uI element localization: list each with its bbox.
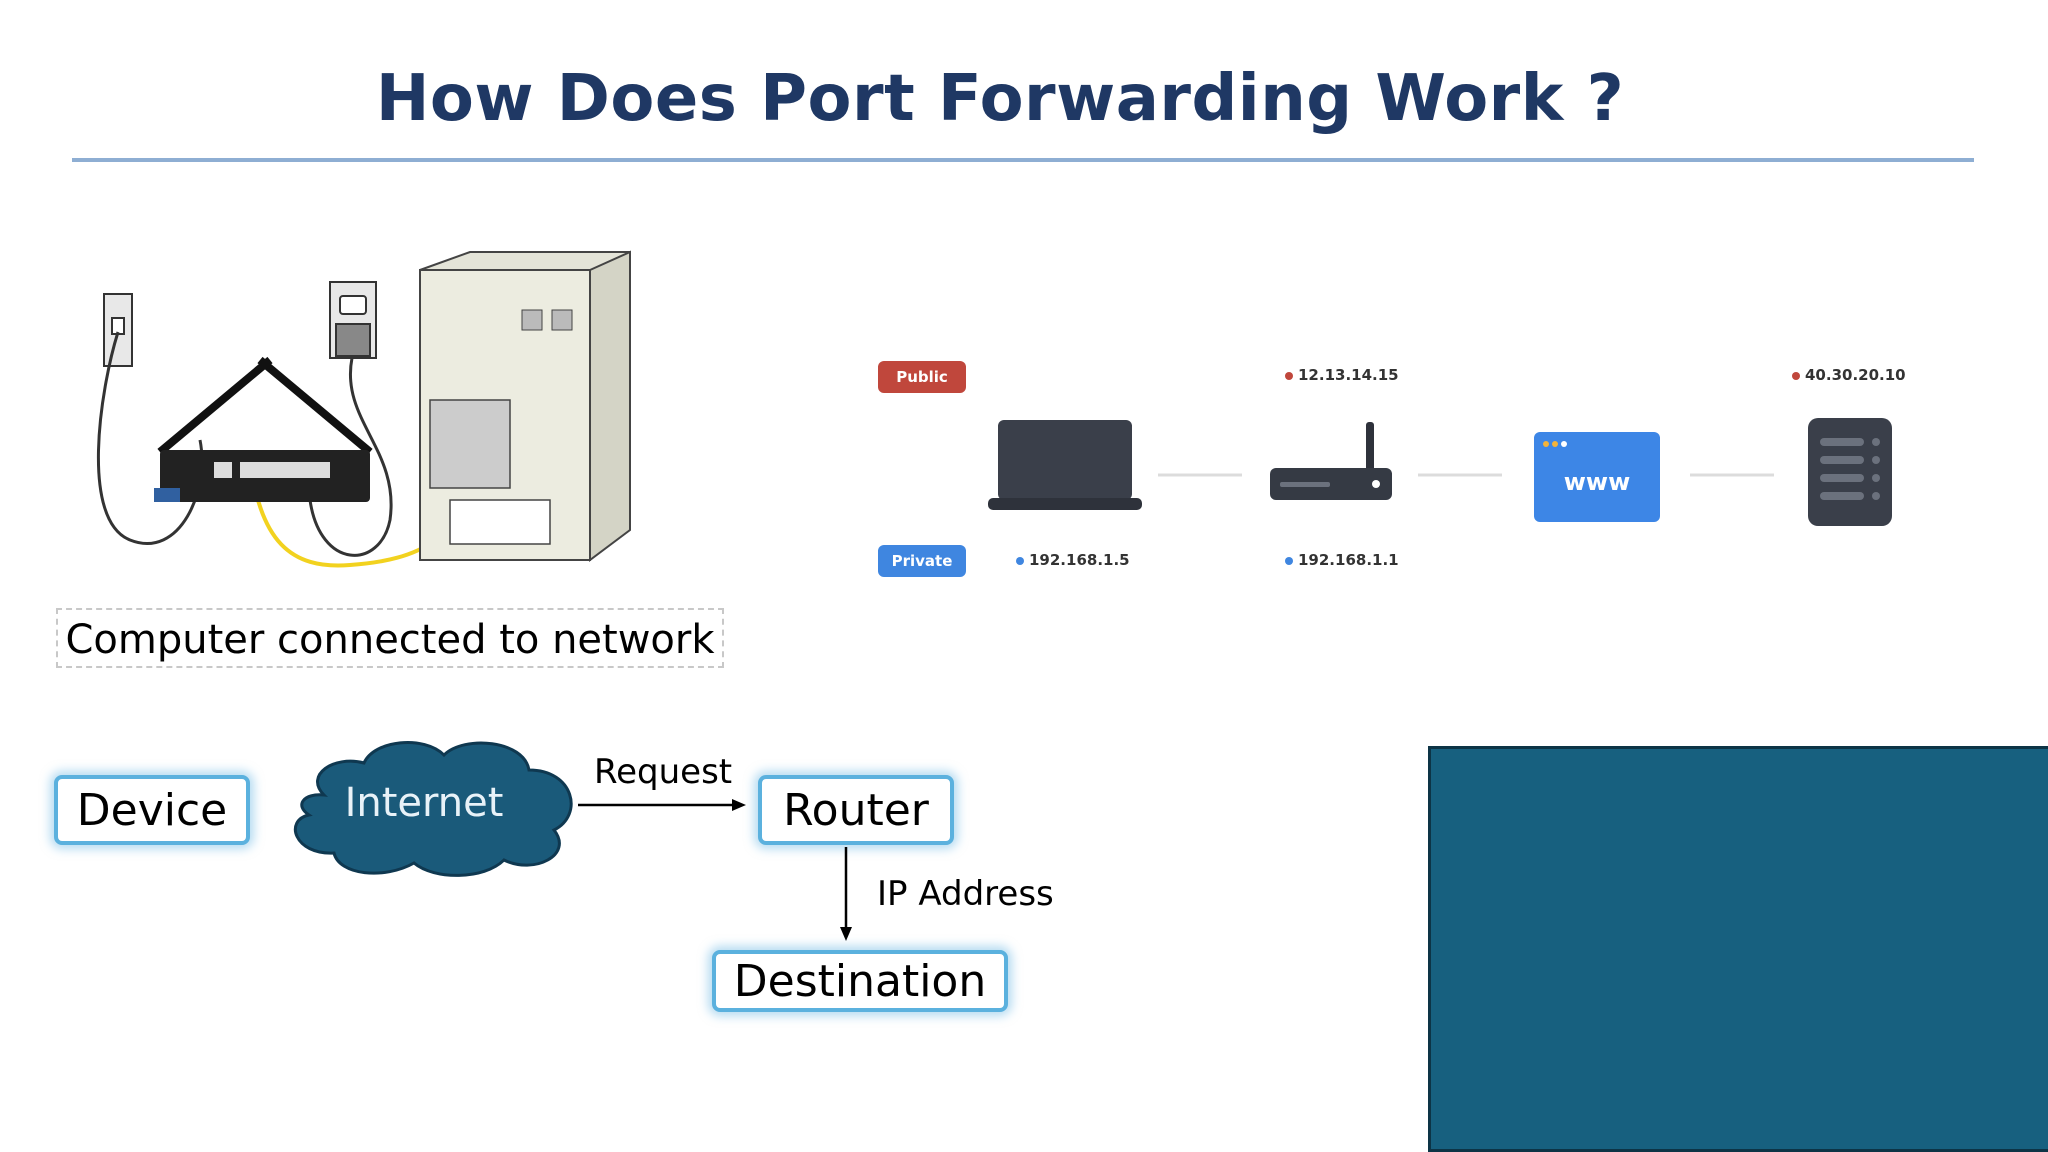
server-icon	[1808, 418, 1892, 526]
public-badge-label: Public	[896, 368, 948, 386]
video-placeholder-panel	[1428, 746, 2048, 1152]
www-icon: www	[1534, 432, 1660, 522]
destination-box: Destination	[712, 950, 1008, 1012]
server-public-ip: 40.30.20.10	[1792, 366, 1906, 384]
computer-tower-icon	[419, 250, 631, 562]
wall-jack-icon	[103, 293, 133, 367]
private-dot	[1285, 556, 1293, 565]
private-badge: Private	[878, 545, 966, 577]
router-public-ip-text: 12.13.14.15	[1298, 366, 1399, 384]
ip-address-arrow	[840, 847, 852, 941]
request-label: Request	[594, 752, 733, 792]
title-divider	[72, 158, 1974, 162]
internet-cloud-icon	[293, 741, 573, 877]
public-badge: Public	[878, 361, 966, 393]
router-public-ip: 12.13.14.15	[1285, 366, 1399, 384]
internet-label: Internet	[344, 780, 504, 826]
slide-title: How Does Port Forwarding Work ?	[375, 62, 1625, 136]
device-box: Device	[54, 775, 250, 845]
network-router-icon	[1270, 422, 1392, 500]
device-label: Device	[76, 784, 228, 836]
private-badge-label: Private	[891, 552, 953, 570]
private-dot	[1016, 556, 1024, 565]
hardware-caption: Computer connected to network	[56, 608, 724, 668]
network-topology: www	[988, 418, 1892, 526]
laptop-private-ip: 192.168.1.5	[1016, 551, 1130, 569]
public-dot	[1792, 371, 1800, 380]
www-label: www	[1564, 468, 1631, 496]
router-private-ip: 192.168.1.1	[1285, 551, 1399, 569]
router-computer-illustration	[97, 250, 631, 568]
ip-address-label: IP Address	[877, 874, 1054, 914]
router-private-ip-text: 192.168.1.1	[1298, 551, 1399, 569]
power-outlet-icon	[329, 281, 377, 359]
laptop-icon	[988, 420, 1142, 510]
router-box: Router	[758, 775, 954, 845]
request-arrow	[578, 799, 746, 811]
laptop-private-ip-text: 192.168.1.5	[1029, 551, 1130, 569]
public-dot	[1285, 371, 1293, 380]
router-label: Router	[783, 784, 929, 836]
destination-label: Destination	[733, 955, 987, 1007]
router-icon	[154, 356, 373, 502]
server-public-ip-text: 40.30.20.10	[1805, 366, 1906, 384]
